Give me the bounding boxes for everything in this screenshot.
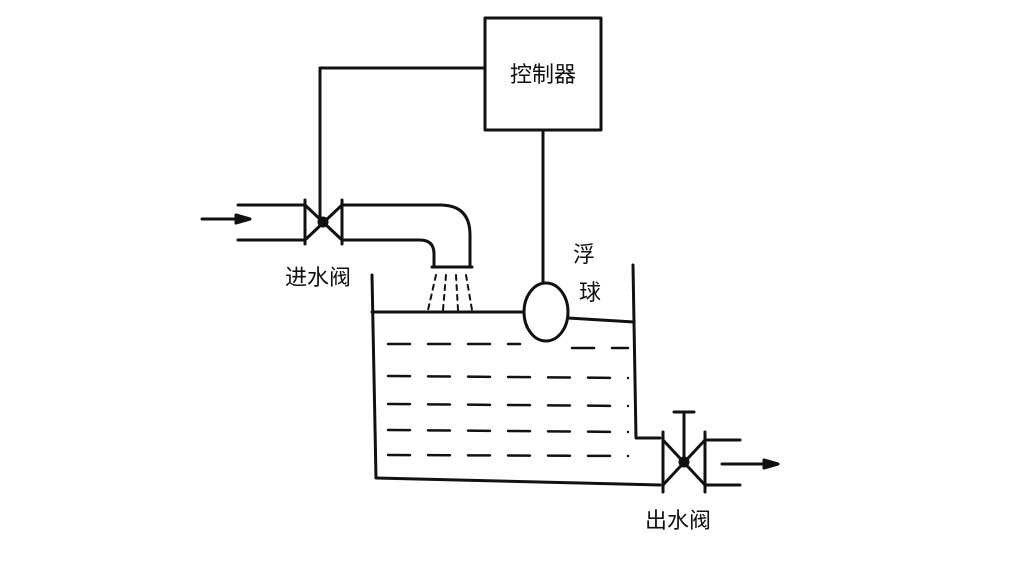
float-ball-label-2: 球 bbox=[579, 281, 601, 306]
outlet-valve-label: 出水阀 bbox=[645, 509, 711, 534]
outlet-arrow-head bbox=[762, 458, 780, 470]
inlet-valve-label: 进水阀 bbox=[285, 266, 351, 291]
falling-water bbox=[427, 274, 473, 311]
tank-wall-left-bottom bbox=[370, 273, 662, 487]
outlet-valve bbox=[661, 410, 707, 494]
inlet-elbow-pipe-inner bbox=[340, 238, 436, 267]
tank-wall-right bbox=[631, 263, 662, 440]
inlet-elbow-pipe bbox=[340, 203, 472, 267]
float-ball bbox=[522, 281, 570, 343]
controller-label: 控制器 bbox=[510, 63, 576, 88]
inlet-arrow-head bbox=[234, 213, 252, 225]
water-body-dashes bbox=[386, 342, 630, 458]
signal-line-to-inlet-valve bbox=[318, 66, 487, 220]
float-ball-label: 浮 bbox=[573, 243, 595, 268]
inlet-valve bbox=[303, 198, 344, 246]
water-surface-right bbox=[566, 316, 636, 324]
